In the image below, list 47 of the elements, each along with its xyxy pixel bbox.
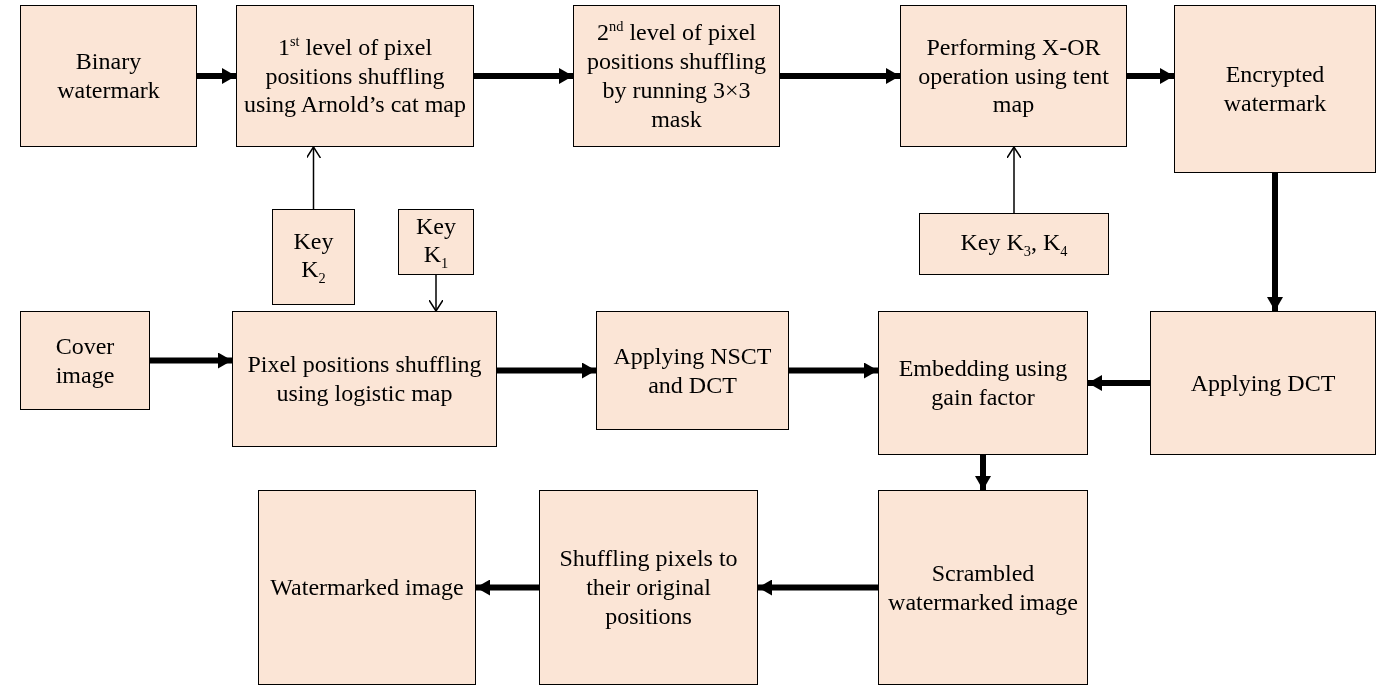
arrow (150, 352, 232, 369)
process-box (596, 311, 789, 430)
arrow (1088, 375, 1150, 391)
process-box (900, 5, 1127, 147)
arrow (474, 68, 573, 84)
box-label: Binary watermark (56, 47, 161, 105)
box-label: Key K$_{1}$ (415, 211, 457, 273)
arrow (975, 455, 991, 490)
arrow (428, 274, 444, 312)
box-label: Key K$_{3}$, K$_{4}$ (960, 227, 1068, 261)
box-label: Performing X-OR operation using tent map (917, 32, 1110, 120)
box-label: Cover image (54, 331, 116, 390)
box-label: Pixel positions shuffling using logistic map (246, 350, 483, 408)
arrow (758, 579, 878, 596)
process-box (1150, 311, 1376, 455)
process-box (919, 213, 1109, 275)
box-label: Encrypted watermark (1222, 60, 1328, 118)
arrow (789, 362, 878, 379)
process-box (878, 311, 1088, 455)
process-box (232, 311, 497, 447)
process-box (573, 5, 780, 147)
box-label: Key K$_{2}$ (292, 226, 335, 288)
box-label: Applying NSCT and DCT (612, 341, 773, 400)
box-label: 1$^{st}$ level of pixel positions shuffling using Arnold’s cat map (243, 32, 467, 120)
process-box (236, 5, 474, 147)
box-label: Shuffling pixels to their original positions (558, 544, 739, 631)
arrow (1267, 173, 1283, 311)
arrow (1006, 146, 1022, 214)
arrow (1127, 68, 1174, 84)
arrow (197, 68, 236, 84)
process-box (20, 5, 197, 147)
arrow (780, 68, 900, 84)
process-box (20, 311, 150, 410)
box-label: Embedding using gain factor (897, 354, 1069, 412)
arrow (305, 146, 322, 210)
process-box (539, 490, 758, 685)
process-box (272, 209, 355, 305)
box-label: Watermarked image (270, 573, 464, 602)
box-label: Applying DCT (1190, 368, 1336, 398)
box-label: Scrambled watermarked image (887, 558, 1079, 617)
arrow (476, 579, 539, 596)
process-box (1174, 5, 1376, 173)
arrow (497, 362, 596, 379)
box-label: 2$^{nd}$ level of pixel positions shuffling by running 3×3 mask (586, 18, 767, 134)
process-box (878, 490, 1088, 685)
process-box (258, 490, 476, 685)
process-box (398, 209, 474, 275)
